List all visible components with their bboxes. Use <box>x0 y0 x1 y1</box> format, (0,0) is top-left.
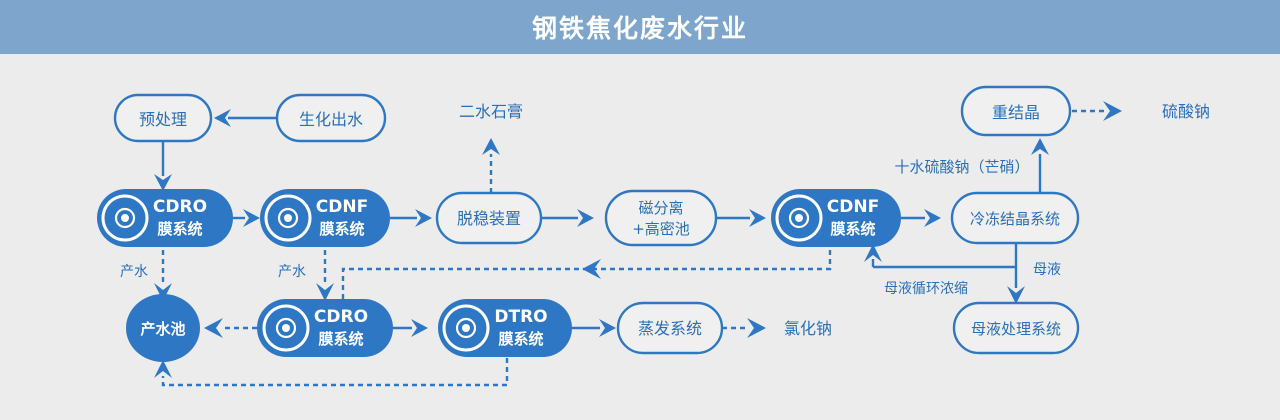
node-destabilizer[interactable]: 脱稳装置 <box>435 191 543 245</box>
edge-dtro-to-evap <box>572 319 616 337</box>
node-destabilizer-label: 脱稳装置 <box>457 209 521 228</box>
node-cdro-lower-line1: CDRO <box>314 307 368 327</box>
node-cdro-membrane-lower[interactable]: CDRO 膜系统 <box>257 299 393 357</box>
edge-label-mother-liquor-recirculation: 母液循环浓缩 <box>884 281 968 297</box>
node-pool-label: 产水池 <box>140 320 185 338</box>
node-evaporation-system[interactable]: 蒸发系统 <box>616 301 724 355</box>
node-dtro-membrane[interactable]: DTRO 膜系统 <box>438 299 572 357</box>
edge-cdro1-to-pool <box>154 250 172 301</box>
edge-destab-to-magsep <box>541 209 594 227</box>
node-layer: 预处理 生化出水 CDRO 膜系统 <box>97 85 1080 362</box>
edge-cdro2-to-dtro <box>393 319 428 337</box>
membrane-icon <box>101 194 149 242</box>
node-cdro-upper-line1: CDRO <box>153 197 207 217</box>
node-pretreatment-label: 预处理 <box>139 110 187 129</box>
page-title: 钢铁焦化废水行业 <box>531 14 748 43</box>
edge-evap-to-nacl <box>722 318 766 338</box>
edge-cdnf2-to-freeze <box>901 209 941 227</box>
edge-motherliq-recirculation <box>864 244 1016 269</box>
diagram-canvas: 预处理 生化出水 CDRO 膜系统 <box>0 54 1280 420</box>
edge-pre-to-cdro1 <box>154 141 172 191</box>
terminal-label-sodium-chloride: 氯化钠 <box>784 319 832 338</box>
node-cdro-membrane-upper[interactable]: CDRO 膜系统 <box>97 189 233 247</box>
edge-cdnf1-to-cdro2 <box>316 250 334 301</box>
node-cdnf-upper-line2: 膜系统 <box>319 220 364 238</box>
membrane-icon <box>264 194 312 242</box>
node-mother-liquor-treatment[interactable]: 母液处理系统 <box>952 301 1080 355</box>
flowchart-svg: 预处理 生化出水 CDRO 膜系统 <box>97 85 1210 387</box>
node-cdro-lower-line2: 膜系统 <box>318 330 363 348</box>
edge-cdro1-to-cdnf1 <box>233 209 260 227</box>
edge-dtro-to-pool <box>154 358 509 387</box>
node-recryst-label: 重结晶 <box>992 103 1040 122</box>
edge-magsep-to-cdnf2 <box>716 209 766 227</box>
edge-cdnf1-to-destab <box>390 209 432 227</box>
edge-cdnf2-to-cdro2 <box>341 250 832 304</box>
node-magsep-line1: 磁分离 <box>638 199 683 217</box>
label-layer: 二水石膏 硫酸钠 氯化钠 产水 产水 十水硫酸钠（芒硝） 母液 母液循环浓缩 <box>120 102 1210 338</box>
edge-recryst-to-na2so4 <box>1072 101 1122 121</box>
node-cdnf-upper-line1: CDNF <box>316 197 368 217</box>
edge-label-mother-liquor: 母液 <box>1033 262 1061 278</box>
node-bio-effluent-label: 生化出水 <box>299 110 363 129</box>
node-cdnf-right-line2: 膜系统 <box>830 220 875 238</box>
node-product-water-pool[interactable]: 产水池 <box>126 294 200 362</box>
node-magsep-line2: +高密池 <box>632 220 690 238</box>
edge-destab-to-gypsum <box>482 138 500 193</box>
node-freeze-crystallization[interactable]: 冷冻结晶系统 <box>950 191 1080 245</box>
node-cdnf-membrane-right[interactable]: CDNF 膜系统 <box>771 189 901 247</box>
page-header: 钢铁焦化废水行业 <box>0 0 1280 54</box>
node-evap-label: 蒸发系统 <box>638 319 702 338</box>
edge-freeze-to-motherliq <box>1007 244 1025 304</box>
node-dtro-line2: 膜系统 <box>498 330 543 348</box>
node-bio-effluent[interactable]: 生化出水 <box>275 93 387 143</box>
edge-freeze-to-recryst <box>1031 138 1049 193</box>
edge-label-mirabilite: 十水硫酸钠（芒硝） <box>894 158 1029 176</box>
membrane-icon <box>442 304 490 352</box>
edge-label-product-water-1: 产水 <box>120 264 148 280</box>
edge-bio-to-pre <box>214 109 277 127</box>
edge-layer <box>154 101 1122 387</box>
edge-label-product-water-2: 产水 <box>278 264 306 280</box>
node-magnetic-separation[interactable]: 磁分离 +高密池 <box>604 189 718 247</box>
node-cdnf-membrane-upper[interactable]: CDNF 膜系统 <box>260 189 390 247</box>
edge-cdro2-to-pool <box>204 318 257 338</box>
node-cdro-upper-line2: 膜系统 <box>157 220 202 238</box>
membrane-icon <box>775 194 823 242</box>
node-pretreatment[interactable]: 预处理 <box>113 93 213 143</box>
node-motherliq-label: 母液处理系统 <box>971 320 1061 338</box>
terminal-label-sodium-sulfate: 硫酸钠 <box>1162 102 1210 121</box>
terminal-label-gypsum: 二水石膏 <box>459 102 523 121</box>
node-cdnf-right-line1: CDNF <box>827 197 879 217</box>
membrane-icon <box>262 304 310 352</box>
node-freeze-label: 冷冻结晶系统 <box>970 210 1060 228</box>
node-dtro-line1: DTRO <box>494 307 547 327</box>
node-recrystallization[interactable]: 重结晶 <box>960 85 1072 137</box>
